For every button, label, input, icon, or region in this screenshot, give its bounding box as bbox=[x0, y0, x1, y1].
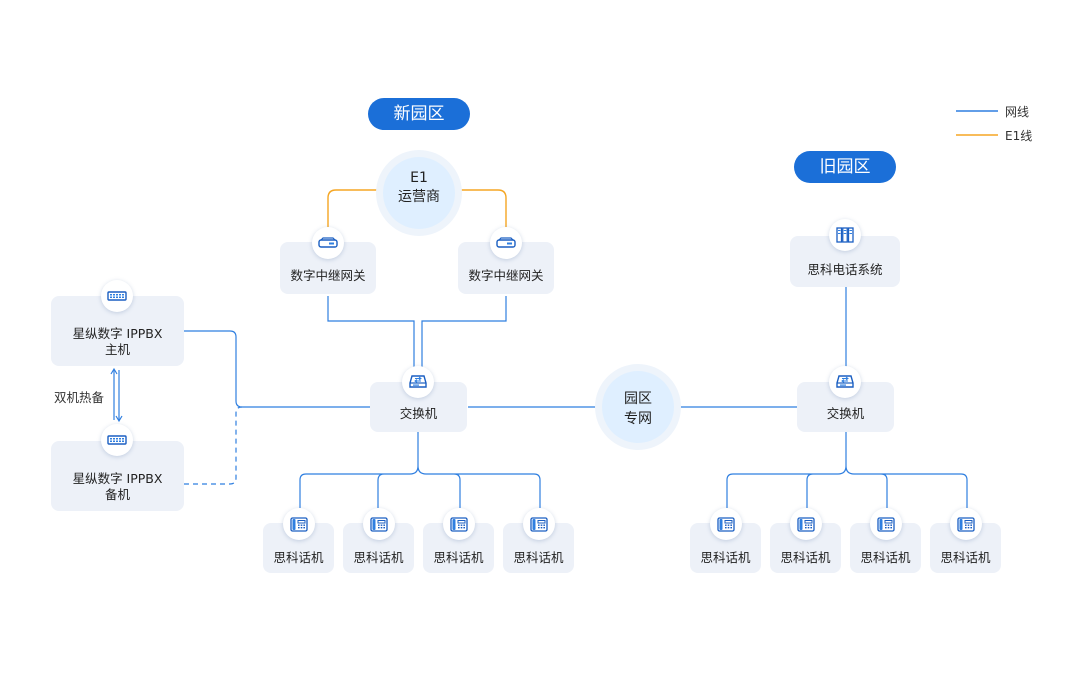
wire-switch-old-phones bbox=[726, 432, 968, 508]
hub-private-net: 园区 专网 bbox=[602, 371, 674, 443]
hub-private-net-line2: 专网 bbox=[624, 411, 652, 427]
switch-icon bbox=[402, 366, 434, 398]
gateway-left-label: 数字中继网关 bbox=[290, 268, 366, 283]
ippbx-main-line2: 主机 bbox=[104, 342, 130, 357]
phone-icon bbox=[363, 508, 395, 540]
hub-private-net-line1: 园区 bbox=[624, 391, 652, 407]
ippbx-backup-line1: 星纵数字 IPPBX bbox=[72, 471, 163, 486]
phone-label: 思科话机 bbox=[513, 550, 564, 565]
gateway-icon bbox=[312, 227, 344, 259]
legacy-system-label: 思科电话系统 bbox=[807, 262, 883, 277]
legend-e1-label: E1线 bbox=[1005, 129, 1033, 143]
wire-gateway-right-switch bbox=[421, 296, 507, 382]
wire-e1-right bbox=[456, 189, 507, 232]
switch-old-label: 交换机 bbox=[826, 406, 865, 421]
ippbx-icon bbox=[101, 280, 133, 312]
gateway-icon bbox=[490, 227, 522, 259]
wire-e1-left bbox=[327, 189, 382, 232]
region-old-campus: 旧园区 bbox=[794, 151, 896, 183]
phone-icon bbox=[950, 508, 982, 540]
ippbx-main-line1: 星纵数字 IPPBX bbox=[72, 326, 163, 341]
phone-label: 思科话机 bbox=[353, 550, 404, 565]
wire-gateway-left-switch bbox=[327, 296, 415, 382]
phone-label: 思科话机 bbox=[433, 550, 484, 565]
phone-icon bbox=[870, 508, 902, 540]
ippbx-backup-line2: 备机 bbox=[104, 487, 130, 502]
switch-new-label: 交换机 bbox=[399, 406, 438, 421]
hub-carrier-line2: 运营商 bbox=[398, 189, 440, 205]
phone-icon bbox=[283, 508, 315, 540]
region-new-campus: 新园区 bbox=[368, 98, 470, 130]
legend-network-label: 网线 bbox=[1005, 105, 1030, 119]
node-switch-old[interactable]: 交换机 bbox=[797, 382, 894, 432]
phone-label: 思科话机 bbox=[700, 550, 751, 565]
phone-icon bbox=[443, 508, 475, 540]
wire-switch-new-phones bbox=[299, 432, 541, 508]
wire-ippbx-backup-dashed bbox=[184, 406, 243, 485]
phone-icon bbox=[523, 508, 555, 540]
hot-standby-label: 双机热备 bbox=[54, 390, 105, 405]
phone-label: 思科话机 bbox=[860, 550, 911, 565]
phone-label: 思科话机 bbox=[273, 550, 324, 565]
server-icon bbox=[829, 219, 861, 251]
wire-ippbx-main-backbone bbox=[184, 330, 370, 408]
gateway-right-label: 数字中继网关 bbox=[468, 268, 544, 283]
phone-label: 思科话机 bbox=[780, 550, 831, 565]
hub-carrier-line1: E1 bbox=[410, 170, 428, 186]
switch-icon bbox=[829, 366, 861, 398]
ippbx-icon bbox=[101, 424, 133, 456]
hub-carrier: E1 运营商 bbox=[383, 157, 455, 229]
phone-icon bbox=[790, 508, 822, 540]
phone-icon bbox=[710, 508, 742, 540]
phone-label: 思科话机 bbox=[940, 550, 991, 565]
